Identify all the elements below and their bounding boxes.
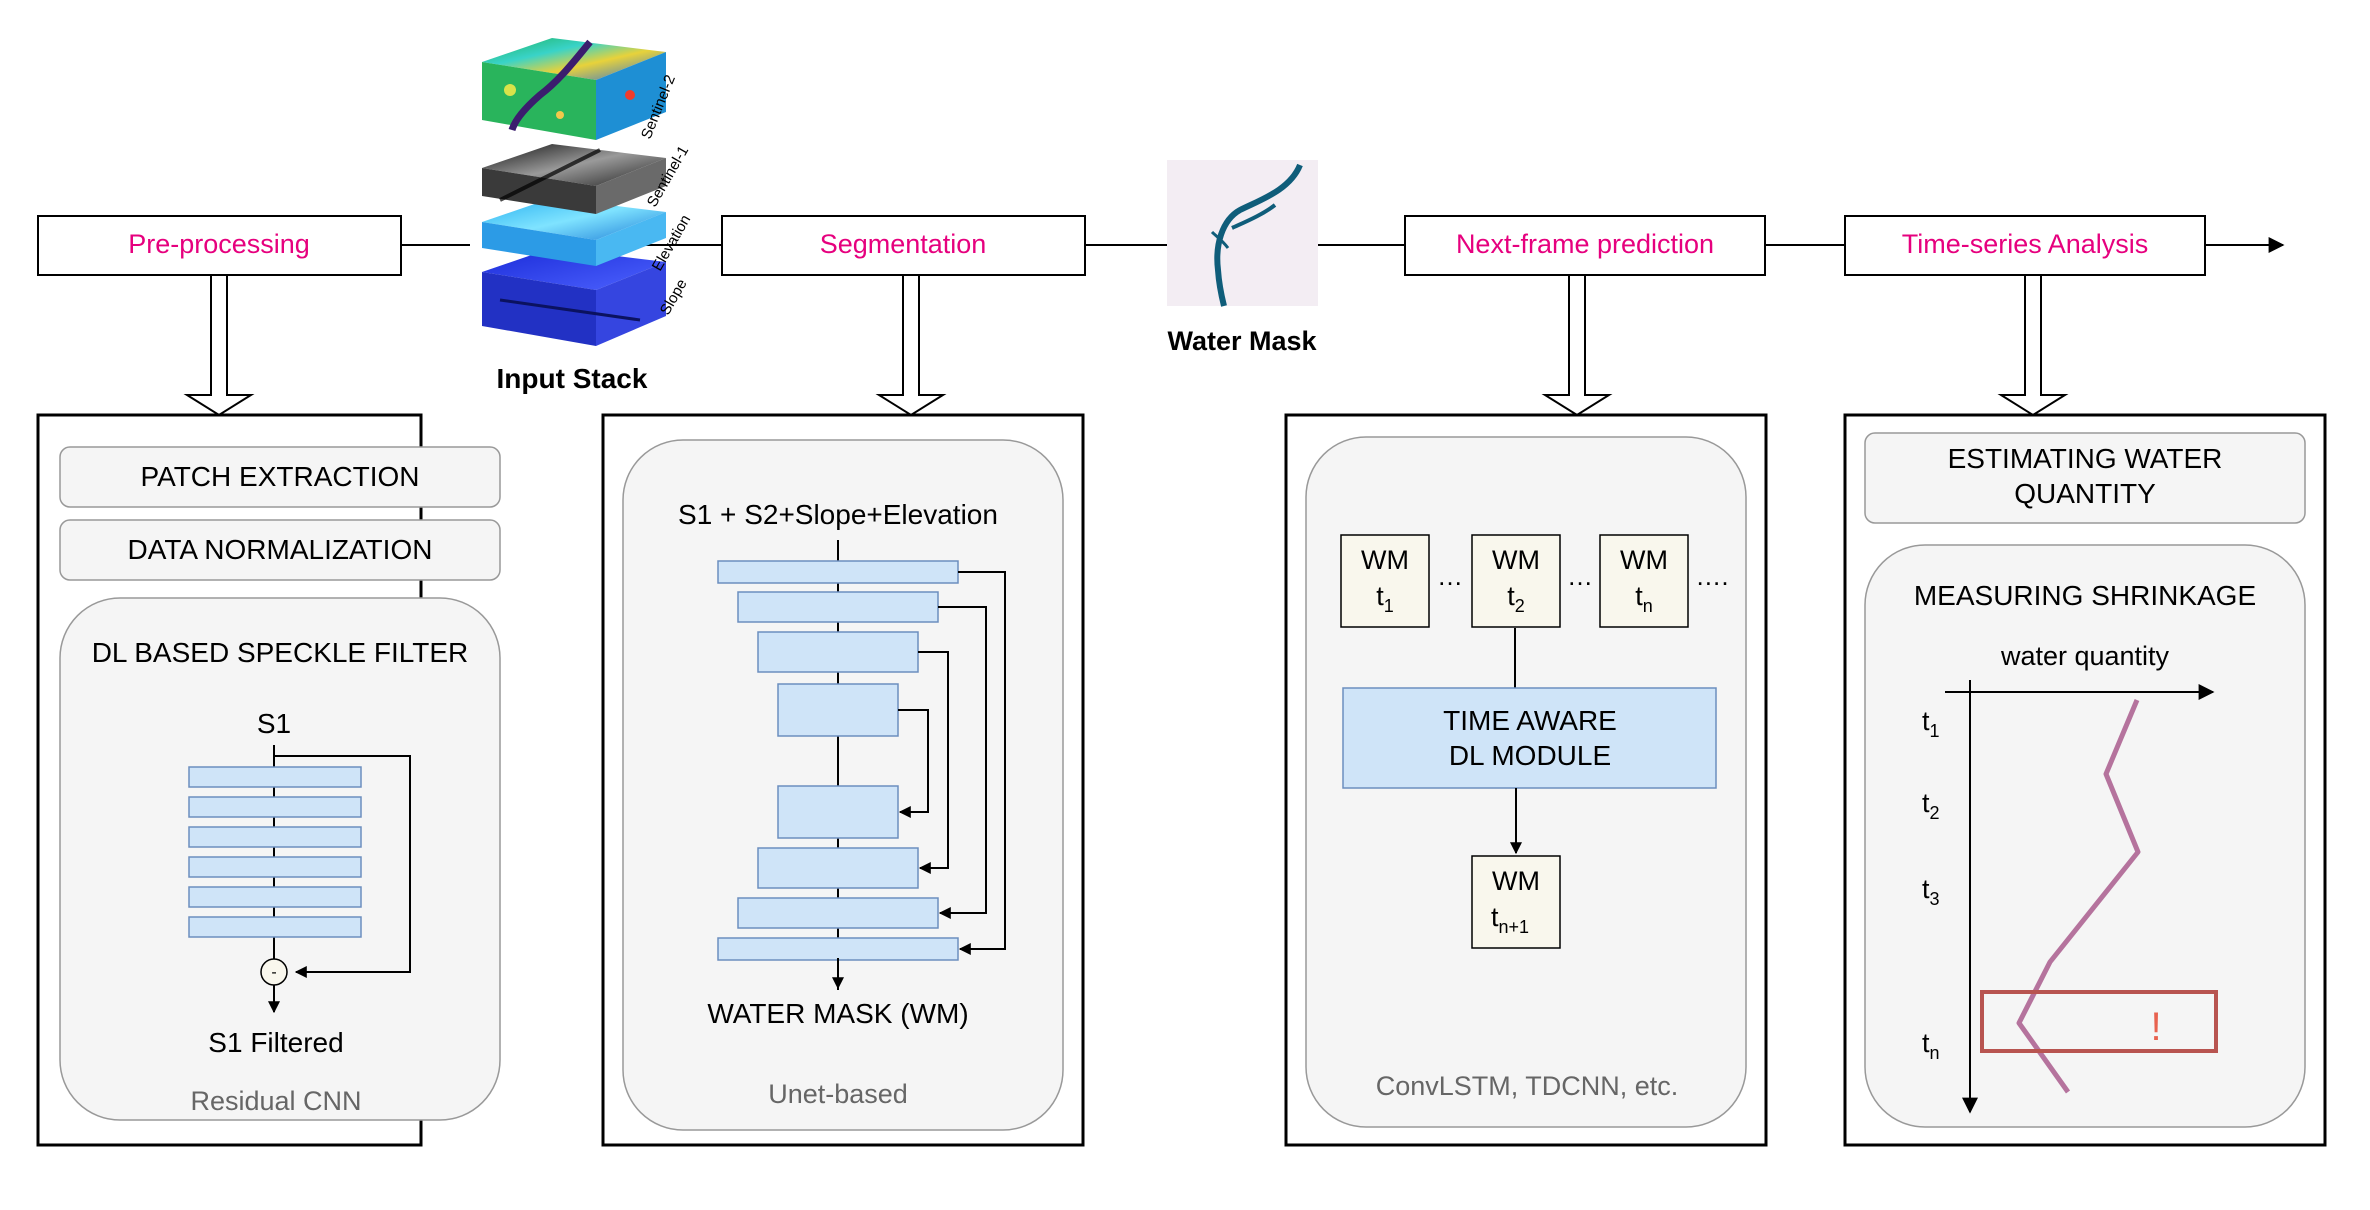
cnn-layer (188, 856, 362, 878)
stage-box-segmentation (721, 215, 1086, 276)
input-stack-caption: Input Stack (497, 363, 648, 394)
water-quantity-axis-label: water quantity (2000, 641, 2170, 671)
cnn-layer (188, 916, 362, 938)
skip-connection (918, 651, 949, 874)
unet-encoder-layer (717, 560, 959, 584)
residual-connection (274, 755, 411, 978)
estimating-line2: QUANTITY (2014, 478, 2156, 509)
stage-label-preprocessing: Pre-processing (128, 229, 310, 259)
module-line2: DL MODULE (1449, 740, 1611, 771)
frame-ellipsis: … (1437, 561, 1463, 591)
unet-decoder-layer (757, 847, 919, 889)
quantity-trend-line (2016, 699, 2141, 1094)
module-line1: TIME AWARE (1443, 705, 1617, 736)
stage-label-next-frame: Next-frame prediction (1456, 229, 1714, 259)
estimating-quantity-box (1864, 432, 2306, 524)
time-ticks: t1 t2 t3 tn (1922, 706, 1940, 1063)
unet-encoder-layer (737, 591, 939, 623)
skip-connection (898, 709, 929, 818)
time-aware-module (1342, 687, 1717, 789)
skip-connection (938, 606, 987, 919)
stage-label-segmentation: Segmentation (820, 229, 987, 259)
down-arrow-preprocessing (183, 274, 255, 417)
frame-ellipsis: …. (1695, 561, 1728, 591)
frame-wm-tn: WM tn (1599, 534, 1689, 628)
skip-connection (958, 571, 1006, 955)
prediction-footer: ConvLSTM, TDCNN, etc. (1376, 1071, 1679, 1101)
down-arrow-next-frame (1541, 274, 1613, 417)
unet-decoder-layer (717, 937, 959, 961)
speckle-input-label: S1 (257, 708, 291, 739)
stage-box-time-series (1844, 215, 2206, 276)
unet-encoder-layer (777, 683, 899, 737)
shrinkage-box (1864, 544, 2306, 1128)
data-normalization-box (59, 519, 501, 581)
unet-skip-connections (898, 571, 1006, 955)
unet-decoder-layer (777, 785, 899, 839)
shrinkage-alert-box (1980, 990, 2218, 1053)
speckle-cnn-layers (188, 766, 362, 938)
frame-label: WM (1492, 545, 1540, 575)
water-mask-caption: Water Mask (1167, 326, 1317, 356)
tick-t1: t1 (1922, 706, 1940, 741)
unet-layers (717, 560, 959, 961)
estimating-line1: ESTIMATING WATER (1948, 443, 2223, 474)
frame-wm-tn1: WM tn+1 (1471, 855, 1561, 949)
frame-time: t2 (1507, 581, 1525, 616)
stage-box-next-frame (1404, 215, 1766, 276)
frame-label: WM (1492, 866, 1540, 896)
cnn-layer (188, 826, 362, 848)
tick-t3: t3 (1922, 874, 1940, 909)
patch-extraction-box (59, 446, 501, 508)
frame-label: WM (1620, 545, 1668, 575)
unet-decoder-layer (737, 897, 939, 929)
water-mask-image (1167, 160, 1318, 307)
subtract-symbol: - (271, 964, 276, 981)
frame-time: t1 (1376, 581, 1394, 616)
frame-time: tn (1635, 581, 1653, 616)
down-arrow-segmentation (875, 274, 947, 417)
segmentation-footer: Unet-based (768, 1079, 908, 1109)
frame-label: WM (1361, 545, 1409, 575)
shrinkage-title: MEASURING SHRINKAGE (1914, 580, 2256, 611)
unet-encoder-layer (757, 631, 919, 673)
segmentation-inputs-label: S1 + S2+Slope+Elevation (678, 499, 998, 530)
down-arrow-time-series (1997, 274, 2069, 417)
tick-t2: t2 (1922, 788, 1940, 823)
frame-wm-t1: WM t1 (1340, 534, 1430, 628)
speckle-output-label: S1 Filtered (208, 1027, 343, 1058)
stage-label-time-series: Time-series Analysis (1902, 229, 2149, 259)
shrinkage-alert-icon: ! (2150, 1005, 2161, 1049)
cnn-layer (188, 886, 362, 908)
frame-wm-t2: WM t2 (1471, 534, 1561, 628)
speckle-footer: Residual CNN (190, 1086, 361, 1116)
data-normalization-label: DATA NORMALIZATION (128, 534, 433, 565)
tick-tn: tn (1922, 1028, 1940, 1063)
frame-time: tn+1 (1491, 902, 1529, 937)
frame-ellipsis: … (1567, 561, 1593, 591)
speckle-filter-title: DL BASED SPECKLE FILTER (92, 637, 469, 668)
input-stack-image: Sentinel-2 Sentinel-1 Elevation Slope (482, 38, 694, 346)
segmentation-output-label: WATER MASK (WM) (707, 998, 968, 1029)
cnn-layer (188, 796, 362, 818)
cnn-layer (188, 766, 362, 788)
patch-extraction-label: PATCH EXTRACTION (141, 461, 420, 492)
